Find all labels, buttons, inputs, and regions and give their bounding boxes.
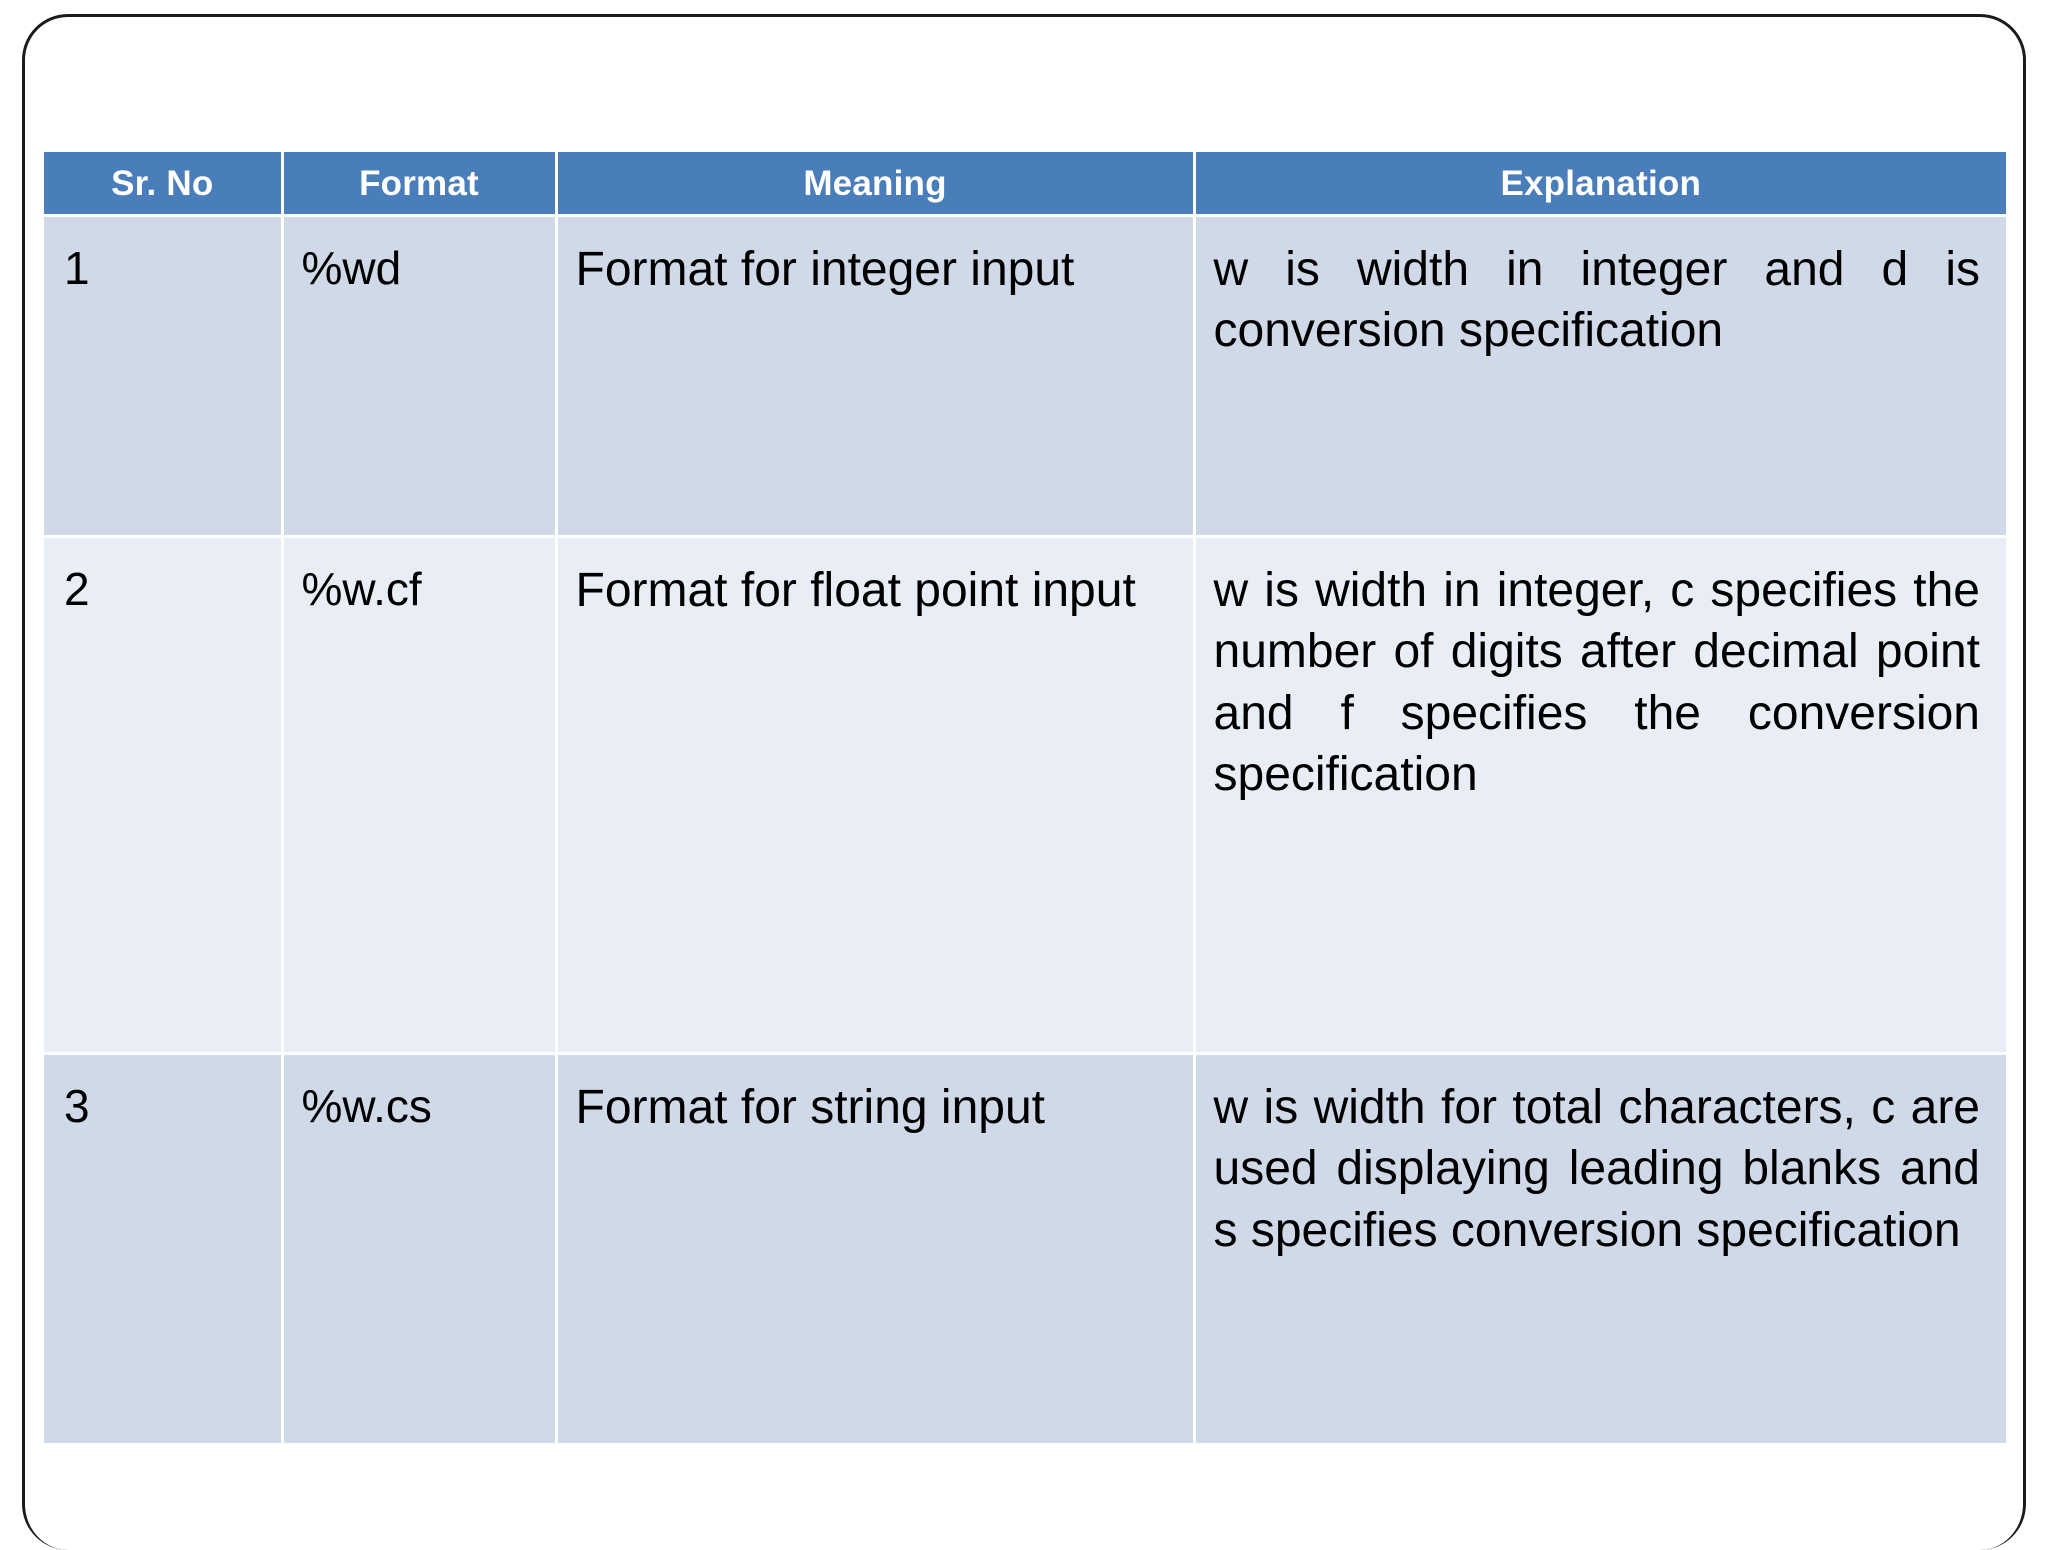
cell-sr-no-value: 2: [64, 563, 90, 615]
table-header-row: Sr. No Format Meaning Explanation: [44, 152, 2006, 217]
column-header-sr-no: Sr. No: [44, 152, 284, 217]
column-header-format-label: Format: [359, 164, 479, 203]
column-header-meaning-label: Meaning: [803, 164, 947, 203]
column-header-explanation: Explanation: [1194, 152, 2006, 217]
cell-format: %wd: [282, 215, 558, 538]
table-body: 1 %wd Format for integer input w is widt…: [44, 215, 2006, 1446]
cell-format: %w.cs: [282, 1053, 558, 1446]
cell-meaning: Format for integer input: [556, 215, 1196, 538]
cell-format-value: %wd: [301, 242, 402, 294]
table-header: Sr. No Format Meaning Explanation: [44, 152, 2006, 217]
table-row: 1 %wd Format for integer input w is widt…: [44, 215, 2006, 538]
cell-meaning: Format for float point input: [556, 536, 1196, 1055]
cell-format-value: %w.cf: [301, 563, 422, 615]
format-specifiers-table: Sr. No Format Meaning Explanation 1: [44, 152, 2006, 1446]
column-header-meaning: Meaning: [556, 152, 1196, 217]
cell-explanation: w is width for total characters, c are u…: [1194, 1053, 2006, 1446]
cell-sr-no: 3: [44, 1053, 284, 1446]
column-header-explanation-label: Explanation: [1500, 164, 1702, 203]
cell-sr-no-value: 3: [64, 1080, 90, 1132]
cell-format-value: %w.cs: [301, 1080, 432, 1132]
cell-explanation-value: w is width in integer, c specifies the n…: [1213, 564, 1981, 802]
cell-meaning: Format for string input: [556, 1053, 1196, 1446]
table-row: 3 %w.cs Format for string input w is wid…: [44, 1053, 2006, 1446]
column-header-sr-no-label: Sr. No: [111, 164, 214, 203]
cell-meaning-value: Format for float point input: [575, 564, 1136, 617]
cell-explanation-value: w is width for total characters, c are u…: [1213, 1081, 1981, 1257]
column-header-format: Format: [282, 152, 558, 217]
table-row: 2 %w.cf Format for float point input w i…: [44, 536, 2006, 1055]
cell-explanation-value: w is width in integer and d is conversio…: [1213, 243, 1981, 358]
cell-format: %w.cf: [282, 536, 558, 1055]
cell-meaning-value: Format for integer input: [575, 243, 1075, 296]
cell-explanation: w is width in integer and d is conversio…: [1194, 215, 2006, 538]
cell-meaning-value: Format for string input: [575, 1081, 1046, 1134]
cell-explanation: w is width in integer, c specifies the n…: [1194, 536, 2006, 1055]
cell-sr-no: 2: [44, 536, 284, 1055]
cell-sr-no: 1: [44, 215, 284, 538]
cell-sr-no-value: 1: [64, 242, 90, 294]
